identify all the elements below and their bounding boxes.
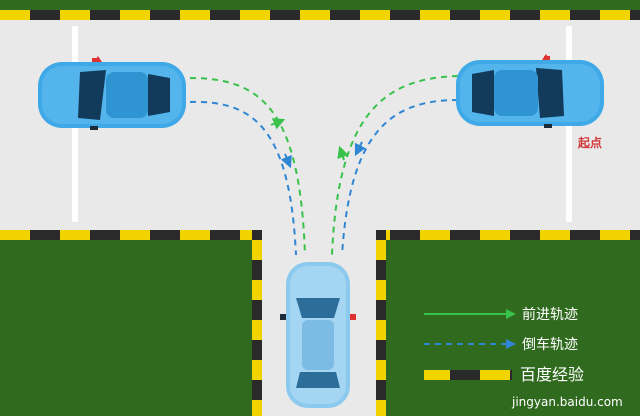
legend-forward-arrow-icon (506, 309, 516, 319)
reverse-path-right (341, 99, 459, 256)
car-start-icon (456, 54, 604, 128)
legend-curb-label: 百度经验 (520, 365, 584, 384)
start-point-label: 起点 (577, 135, 602, 150)
car-parked-icon (280, 262, 356, 408)
legend-reverse-label: 倒车轨迹 (522, 336, 578, 353)
forward-path-right (331, 75, 459, 256)
right-grass-curb-side (376, 230, 386, 416)
watermark: jingyan.baidu.com (511, 395, 623, 409)
left-grass-curb-top (0, 230, 262, 240)
right-grass-block (382, 236, 640, 416)
legend: 前进轨迹 倒车轨迹 百度经验 (424, 306, 584, 384)
forward-path-left (189, 77, 306, 256)
reverse-arrow-right (354, 141, 366, 157)
forward-arrow-left (270, 118, 286, 130)
car-top-left-icon (38, 56, 186, 130)
right-grass-curb-top (376, 230, 640, 240)
legend-forward-label: 前进轨迹 (522, 306, 578, 323)
top-grass-strip (0, 0, 640, 10)
left-grass-block (0, 236, 258, 416)
legend-curb-swatch (424, 370, 512, 380)
legend-reverse-arrow-icon (506, 339, 516, 349)
reverse-path-left (189, 100, 297, 256)
left-grass-curb-side (252, 230, 262, 416)
forward-arrow-right (337, 145, 349, 161)
reverse-arrow-left (280, 153, 292, 169)
top-curb (0, 10, 640, 20)
